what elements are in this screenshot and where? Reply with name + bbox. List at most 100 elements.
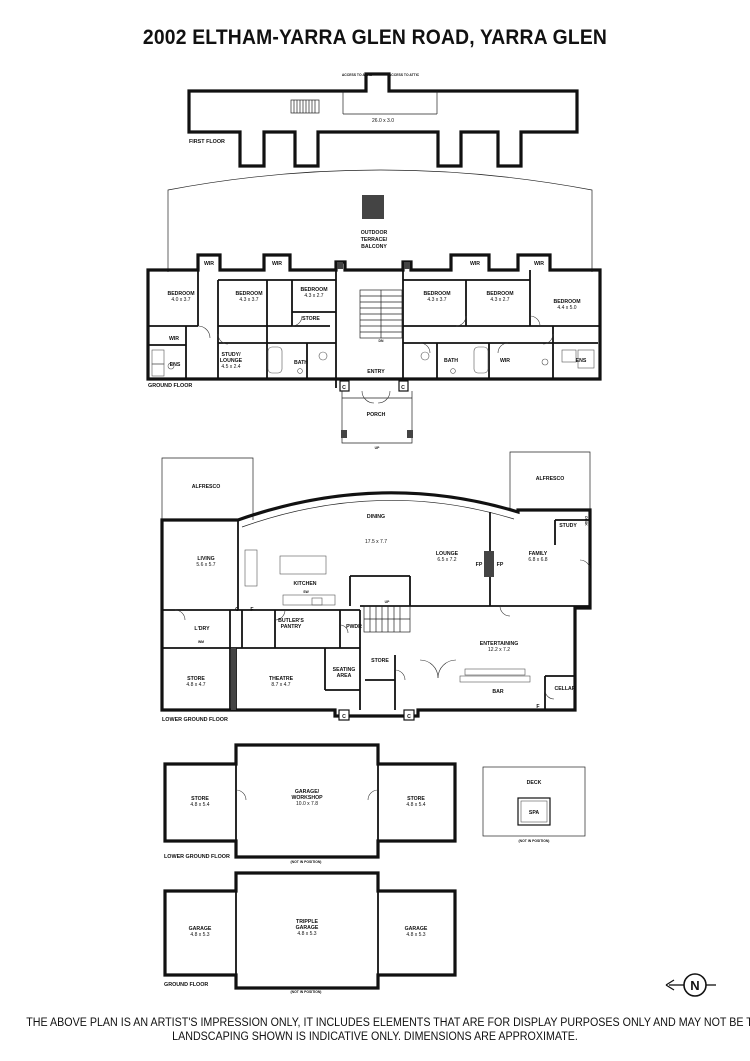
porch-label: PORCH	[367, 412, 386, 418]
bath-left-label: BATH	[294, 360, 308, 366]
sw-label: SW	[303, 590, 309, 594]
wir-label-6: WIR	[500, 358, 510, 364]
store-label: STORE	[302, 316, 320, 322]
disclaimer-line-2: LANDSCAPING SHOWN IS INDICATIVE ONLY. DI…	[172, 1031, 578, 1043]
bedroom-4-dims: 4.3 x 3.7	[427, 297, 446, 303]
wir-label-2: WIR	[272, 261, 282, 267]
ensuite-left-label: ENS	[170, 362, 181, 368]
bedroom-5-label: BEDROOM	[486, 291, 513, 297]
chimney-block	[362, 195, 384, 219]
fridge-f-label: F	[250, 607, 253, 613]
study-dims: 4.5 x 2.4	[221, 364, 240, 370]
lounge-dims: 6.5 x 7.2	[437, 557, 456, 563]
outbuilding-ground-floor-label: GROUND FLOOR	[164, 982, 208, 988]
bar-label: BAR	[492, 689, 503, 695]
garage-right-label: GARAGE	[405, 926, 428, 932]
study-label-2: LOUNGE	[220, 358, 243, 364]
bedroom-6-label: BEDROOM	[553, 299, 580, 305]
living-label: LIVING	[197, 556, 214, 562]
disclaimer: THE ABOVE PLAN IS AN ARTIST'S IMPRESSION…	[26, 1016, 750, 1044]
powder-room-label: PWDR	[346, 624, 362, 630]
desk-label: DESK	[584, 516, 588, 526]
bedroom-4-label: BEDROOM	[423, 291, 450, 297]
outbuilding-store-right-label: STORE	[407, 796, 425, 802]
bedroom-3-label: BEDROOM	[300, 287, 327, 293]
first-floor-plan: ACCESS TO ATTIC ACCESS TO ATTIC 26.0 x 3…	[187, 72, 579, 168]
lower-ground-floor-label: LOWER GROUND FLOOR	[162, 717, 228, 723]
access-attic-right-label: ACCESS TO ATTIC	[389, 73, 420, 77]
tripple-garage-dims: 4.8 x 5.3	[297, 931, 316, 937]
page-title: 2002 ELTHAM-YARRA GLEN ROAD, YARRA GLEN	[142, 26, 608, 49]
alfresco-right-label: ALFRESCO	[536, 476, 565, 482]
deck-label: DECK	[527, 780, 542, 786]
cupboard-c-label: C	[235, 607, 239, 613]
outbuilding-ground-not-in-position: (NOT IN POSITION)	[291, 990, 322, 994]
washing-machine-label: WM	[198, 640, 204, 644]
first-floor-dims: 26.0 x 3.0	[372, 118, 394, 124]
theatre-label: THEATRE	[269, 676, 294, 682]
bedroom-5-dims: 4.3 x 2.7	[490, 297, 509, 303]
outbuilding-store-left-label: STORE	[191, 796, 209, 802]
first-floor-label: FIRST FLOOR	[189, 139, 225, 145]
terrace-label-3: BALCONY	[361, 244, 387, 250]
lg-cupboard-right-label: C	[407, 714, 411, 720]
ground-floor-label: GROUND FLOOR	[148, 383, 192, 389]
outbuilding-lower-not-in-position: (NOT IN POSITION)	[291, 860, 322, 864]
garage-left-dims: 4.8 x 5.3	[190, 932, 209, 938]
spa-label: SPA	[529, 810, 540, 816]
entry-label: ENTRY	[367, 369, 385, 375]
butlers-pantry-label-1: BUTLER'S	[278, 618, 304, 624]
outbuilding-store-left-dims: 4.8 x 5.4	[190, 802, 209, 808]
store-left-label: STORE	[187, 676, 205, 682]
alfresco-left-label: ALFRESCO	[192, 484, 221, 490]
porch-up-label: UP	[375, 446, 380, 450]
wir-label-5: WIR	[169, 336, 179, 342]
garage-workshop-dims: 10.0 x 7.8	[296, 801, 318, 807]
wir-label-4: WIR	[534, 261, 544, 267]
garage-right-dims: 4.8 x 5.3	[406, 932, 425, 938]
kitchen-label: KITCHEN	[293, 581, 316, 587]
entertaining-dims: 12.2 x 7.2	[488, 647, 510, 653]
bedroom-3-dims: 4.3 x 2.7	[304, 293, 323, 299]
bar-fridge-label: F	[536, 704, 539, 710]
deck-not-in-position: (NOT IN POSITION)	[519, 839, 550, 843]
ground-floor-plan: OUTDOOR TERRACE/ BALCONY WIR WIR WIR WIR…	[146, 169, 602, 450]
dining-dims: 17.5 x 7.7	[365, 539, 387, 545]
disclaimer-line-1: THE ABOVE PLAN IS AN ARTIST'S IMPRESSION…	[26, 1017, 750, 1029]
entertaining-label: ENTERTAINING	[480, 641, 519, 647]
tripple-garage-label-2: GARAGE	[296, 925, 319, 931]
lower-ground-floor-plan: ALFRESCO ALFRESCO DINING 17.5 x 7.7 LIVI…	[160, 451, 592, 723]
bedroom-1-label: BEDROOM	[167, 291, 194, 297]
bedroom-1-dims: 4.0 x 3.7	[171, 297, 190, 303]
store-mid-label: STORE	[371, 658, 389, 664]
seating-area-label-2: AREA	[337, 673, 352, 679]
cupboard-left-label: C	[342, 385, 346, 391]
outbuilding-lower-floor-label: LOWER GROUND FLOOR	[164, 854, 230, 860]
bedroom-2-dims: 4.3 x 3.7	[239, 297, 258, 303]
access-attic-left-label: ACCESS TO ATTIC	[342, 73, 373, 77]
lg-cupboard-left-label: C	[342, 714, 346, 720]
bedroom-6-dims: 4.4 x 5.0	[557, 305, 576, 311]
tripple-garage-label-1: TRIPPLE	[296, 919, 318, 925]
fireplace-left-label: FP	[476, 562, 483, 568]
living-dims: 5.6 x 5.7	[196, 562, 215, 568]
stairs-up-label: UP	[385, 600, 390, 604]
butlers-pantry-label-2: PANTRY	[281, 624, 302, 630]
dining-label: DINING	[367, 514, 385, 520]
outbuilding-store-right-dims: 4.8 x 5.4	[406, 802, 425, 808]
cellar-label: CELLAR	[554, 686, 575, 692]
garage-left-label: GARAGE	[189, 926, 212, 932]
family-label: FAMILY	[529, 551, 548, 557]
store-left-dims: 4.8 x 4.7	[186, 682, 205, 688]
theatre-dims: 8.7 x 4.7	[271, 682, 290, 688]
fireplace-right-label: FP	[497, 562, 504, 568]
outbuilding-ground-plan: GARAGE 4.8 x 5.3 TRIPPLE GARAGE 4.8 x 5.…	[163, 871, 457, 994]
wir-label-3: WIR	[470, 261, 480, 267]
bath-right-label: BATH	[444, 358, 458, 364]
garage-workshop-label-2: WORKSHOP	[291, 795, 323, 801]
seating-area-label-1: SEATING	[333, 667, 356, 673]
ensuite-right-label: ENS	[576, 358, 587, 364]
terrace-label-2: TERRACE/	[361, 237, 388, 243]
outbuilding-lower-plan: STORE 4.8 x 5.4 GARAGE/ WORKSHOP 10.0 x …	[163, 743, 457, 864]
